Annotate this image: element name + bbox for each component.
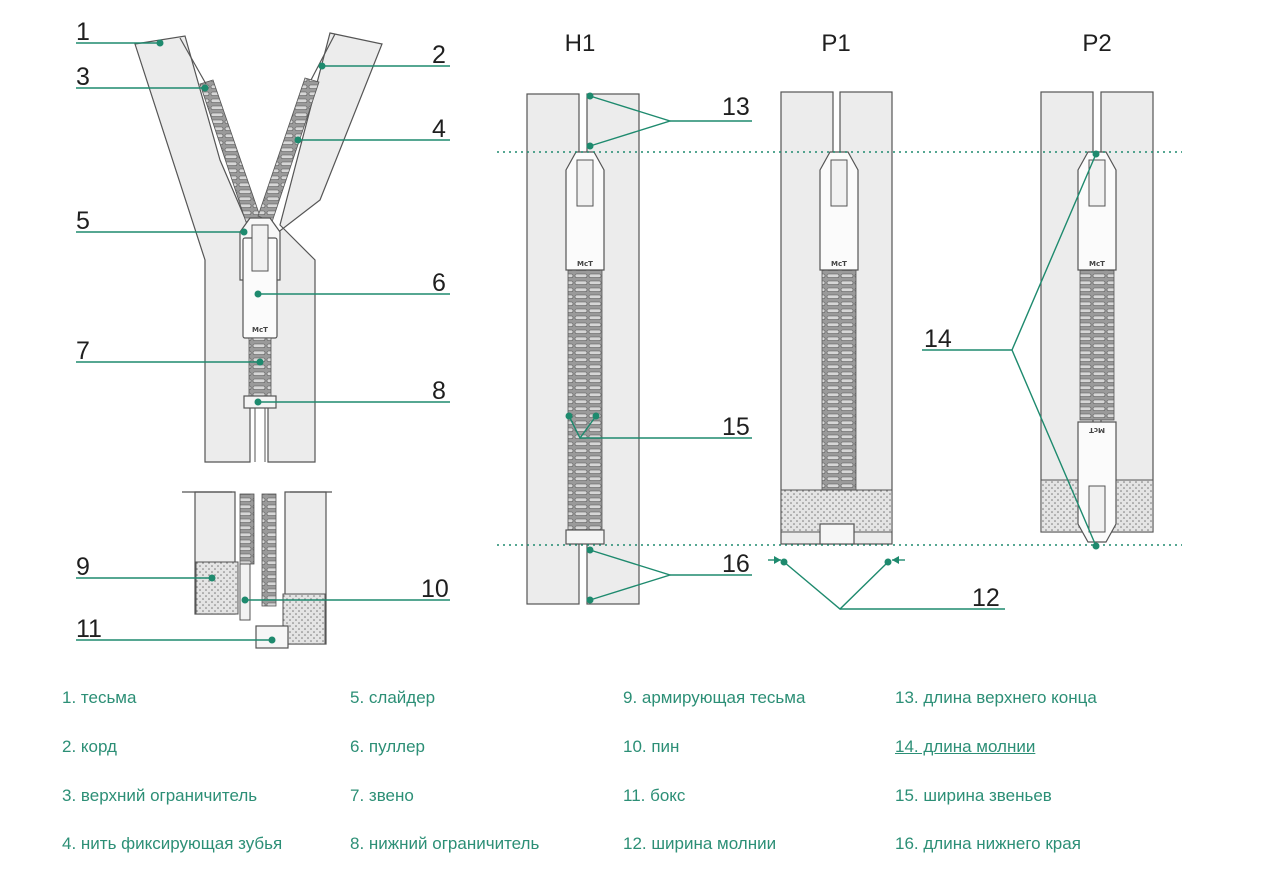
legend-item: 2. корд [62,737,117,756]
callout-10: 10 [421,575,449,603]
callout-11: 11 [76,615,102,643]
p2-brand-text-top: McT [1089,260,1105,268]
p1-box [819,523,855,545]
zipper-diagram: McT McT McT [76,18,1182,649]
callout-7: 7 [76,337,90,365]
p1-brand-text: McT [831,260,847,268]
heading-p2: P2 [1082,30,1111,57]
callout-6: 6 [432,269,446,297]
legend-item: 1. тесьма [62,688,137,707]
legend-item: 7. звено [350,786,414,805]
closed-teeth-chain [248,337,272,399]
callout-5: 5 [76,207,90,235]
legend-item-link[interactable]: 14. длина молнии [895,737,1036,756]
legend-item: 10. пин [623,737,680,756]
legend-item: 6. пуллер [350,737,425,756]
legend-item: 3. верхний ограничитель [62,786,258,805]
h1-brand-text: McT [577,260,593,268]
callout-1: 1 [76,18,90,46]
detail-teeth-left [239,493,255,565]
h1-bottom-stop [565,529,605,545]
callout-4: 4 [432,115,446,143]
legend: 1. тесьма 2. корд 3. верхний ограничител… [0,670,1280,870]
open-zipper-figure: McT [134,32,383,463]
p2-zipper-figure: McT McT [1040,91,1154,543]
callout-2: 2 [432,41,446,69]
p2-bottom-slider [1077,421,1117,543]
callout-13: 13 [722,93,750,121]
h1-zipper-figure: McT [526,93,640,605]
legend-item: 12. ширина молнии [623,834,777,853]
reinforcement-tape [195,561,239,615]
p2-top-slider [1077,151,1117,271]
callout-numbers: 1 2 3 4 5 6 7 8 9 10 11 12 13 14 15 16 [76,18,1000,643]
legend-item: 5. слайдер [350,688,436,707]
heading-p1: P1 [821,30,850,57]
legend-item: 8. нижний ограничитель [350,834,540,853]
heading-h1: H1 [565,30,596,57]
p1-slider [819,151,859,271]
p1-zipper-figure: McT [780,91,893,545]
callout-14: 14 [924,325,952,353]
callout-9: 9 [76,553,90,581]
legend-item: 15. ширина звеньев [895,786,1052,805]
pin-box-detail-figure [182,491,332,649]
callout-12: 12 [972,584,1000,612]
legend-item: 4. нить фиксирующая зубья [62,834,283,853]
legend-item: 13. длина верхнего конца [895,688,1097,707]
detail-teeth-right [261,493,277,607]
pin [239,563,251,621]
callout-16: 16 [722,550,750,578]
legend-item: 16. длина нижнего края [895,834,1081,853]
callout-15: 15 [722,413,750,441]
zipper-tape-left [134,35,251,463]
callout-8: 8 [432,377,446,405]
puller-brand-text: McT [252,326,268,334]
legend-item: 9. армирующая тесьма [623,688,806,707]
p2-brand-text-bottom: McT [1089,426,1105,434]
callout-3: 3 [76,63,90,91]
legend-item: 11. бокс [623,786,686,805]
zipper-tape-right [267,32,383,463]
leader-lines [76,39,1100,644]
